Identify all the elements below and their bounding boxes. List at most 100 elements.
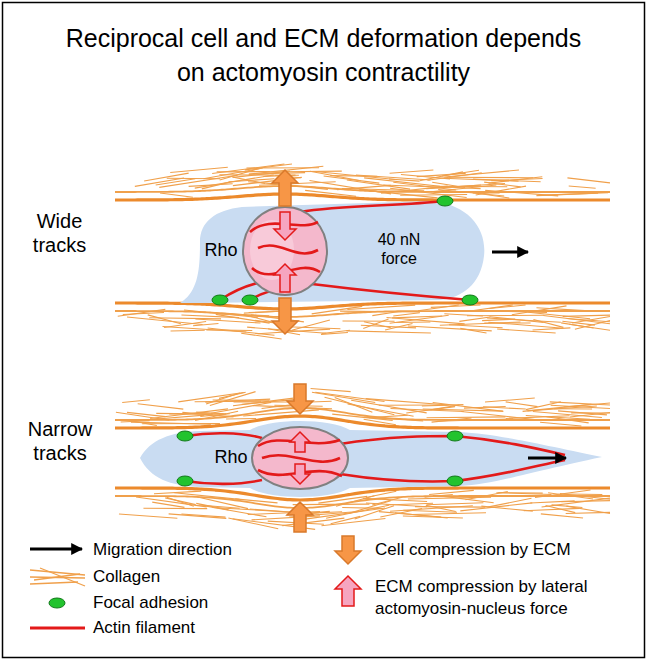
collagen-fiber [427,186,508,188]
collagen-fiber [115,186,610,192]
collagen-fiber [364,178,440,186]
collagen-fiber [208,328,275,335]
collagen-fiber [558,411,607,415]
collagen-fiber [321,518,385,525]
figure-title: Reciprocal cell and ECM deformation depe… [60,22,587,90]
cell-compression-sample [335,536,361,564]
collagen-fiber [470,305,513,311]
collagen-fiber [199,505,240,508]
collagen-fiber [491,178,542,180]
collagen-fiber [569,186,596,188]
frame-border [3,3,645,658]
nucleus-force-arrow [274,264,296,292]
collagen-fiber [385,324,412,331]
collagen-fiber [363,319,388,329]
focal-adhesion [177,431,193,441]
cell-nucleus [243,207,327,295]
focal-adhesion [49,598,65,608]
collagen-fiber [401,175,450,179]
focal-adhesion [462,295,478,305]
collagen-fiber [393,313,420,316]
focal-adhesion [447,431,463,441]
collagen-fiber [566,512,610,513]
legend-label: ECM compression by lateral actomyosin-nu… [375,576,625,620]
collagen-fiber [169,514,227,519]
collagen-fiber [524,508,580,510]
collagen-fiber [142,423,220,424]
collagen-fiber [390,170,434,173]
actin-filament [300,201,445,212]
actin-filament [185,433,262,438]
collagen-fiber [476,186,526,195]
collagen-fiber [442,170,479,176]
collagen-fiber [127,412,165,416]
legend-label: Cell compression by ECM [375,539,635,561]
collagen-fiber [431,305,481,307]
collagen-fiber [135,178,184,186]
collagen-fiber [241,333,281,339]
collagen-fiber [533,328,571,330]
collagen-fiber [318,172,395,180]
collagen-fiber [330,175,377,177]
nucleus-force-arrow [290,432,310,452]
collagen-fiber [567,178,610,183]
collagen-fiber [394,322,430,324]
collagen-fiber [115,408,610,420]
collagen-fiber [366,399,449,405]
collagen-fiber [119,514,177,518]
collagen-fiber [342,320,394,321]
collagen-fiber [412,513,486,515]
collagen-fiber [202,182,230,189]
collagen-fiber [195,319,260,323]
collagen-fiber [171,330,205,332]
collagen-fiber [148,315,181,324]
cell-body [180,201,484,303]
ecm-compression-arrow [272,298,298,334]
actin-filament [262,455,340,461]
collagen-fiber [390,506,473,511]
narrow-track-illustration [115,384,610,532]
actin-sample [30,627,85,630]
actin-filament [258,245,318,253]
collagen-fiber [138,404,184,409]
focal-adhesion [212,295,228,305]
collagen-fiber [423,409,503,411]
collagen-fiber [427,416,506,418]
legend-label: Focal adhesion [93,592,313,614]
collagen-fiber [136,497,207,507]
collagen-fiber [311,388,351,391]
collagen-fiber [526,402,561,410]
track-label: Wide tracks [12,209,107,257]
collagen-fiber [355,506,394,519]
collagen-fiber [546,505,576,512]
collagen-fiber [392,316,442,318]
collagen-fiber [181,315,239,318]
collagen-fiber [228,518,278,529]
collagen-sample [30,582,78,584]
nucleus-force-arrow [290,464,310,484]
collagen-fiber [540,422,581,426]
collagen-fiber [506,402,538,407]
actin-filament [185,480,262,484]
cell-nucleus [252,427,348,489]
collagen-fiber [165,498,196,505]
collagen-fiber [506,416,570,419]
legend-label: Actin filament [93,617,313,639]
collagen-fiber [200,414,230,417]
collagen-fiber [488,322,563,328]
cell-compression-arrow [287,384,313,414]
wide-track-illustration [115,164,610,339]
collagen-fiber [387,318,465,324]
collagen-fiber [542,498,610,507]
rho-label: Rho [202,240,240,262]
rho-label: Rho [212,447,250,469]
collagen-fiber [164,321,206,327]
collagen-fiber [379,404,447,405]
collagen-fiber [229,179,275,182]
collagen-fiber [206,393,240,404]
collagen-fiber [366,503,427,507]
legend-samples [30,536,361,628]
collagen-fiber [487,498,531,507]
collagen-fiber [226,418,256,420]
